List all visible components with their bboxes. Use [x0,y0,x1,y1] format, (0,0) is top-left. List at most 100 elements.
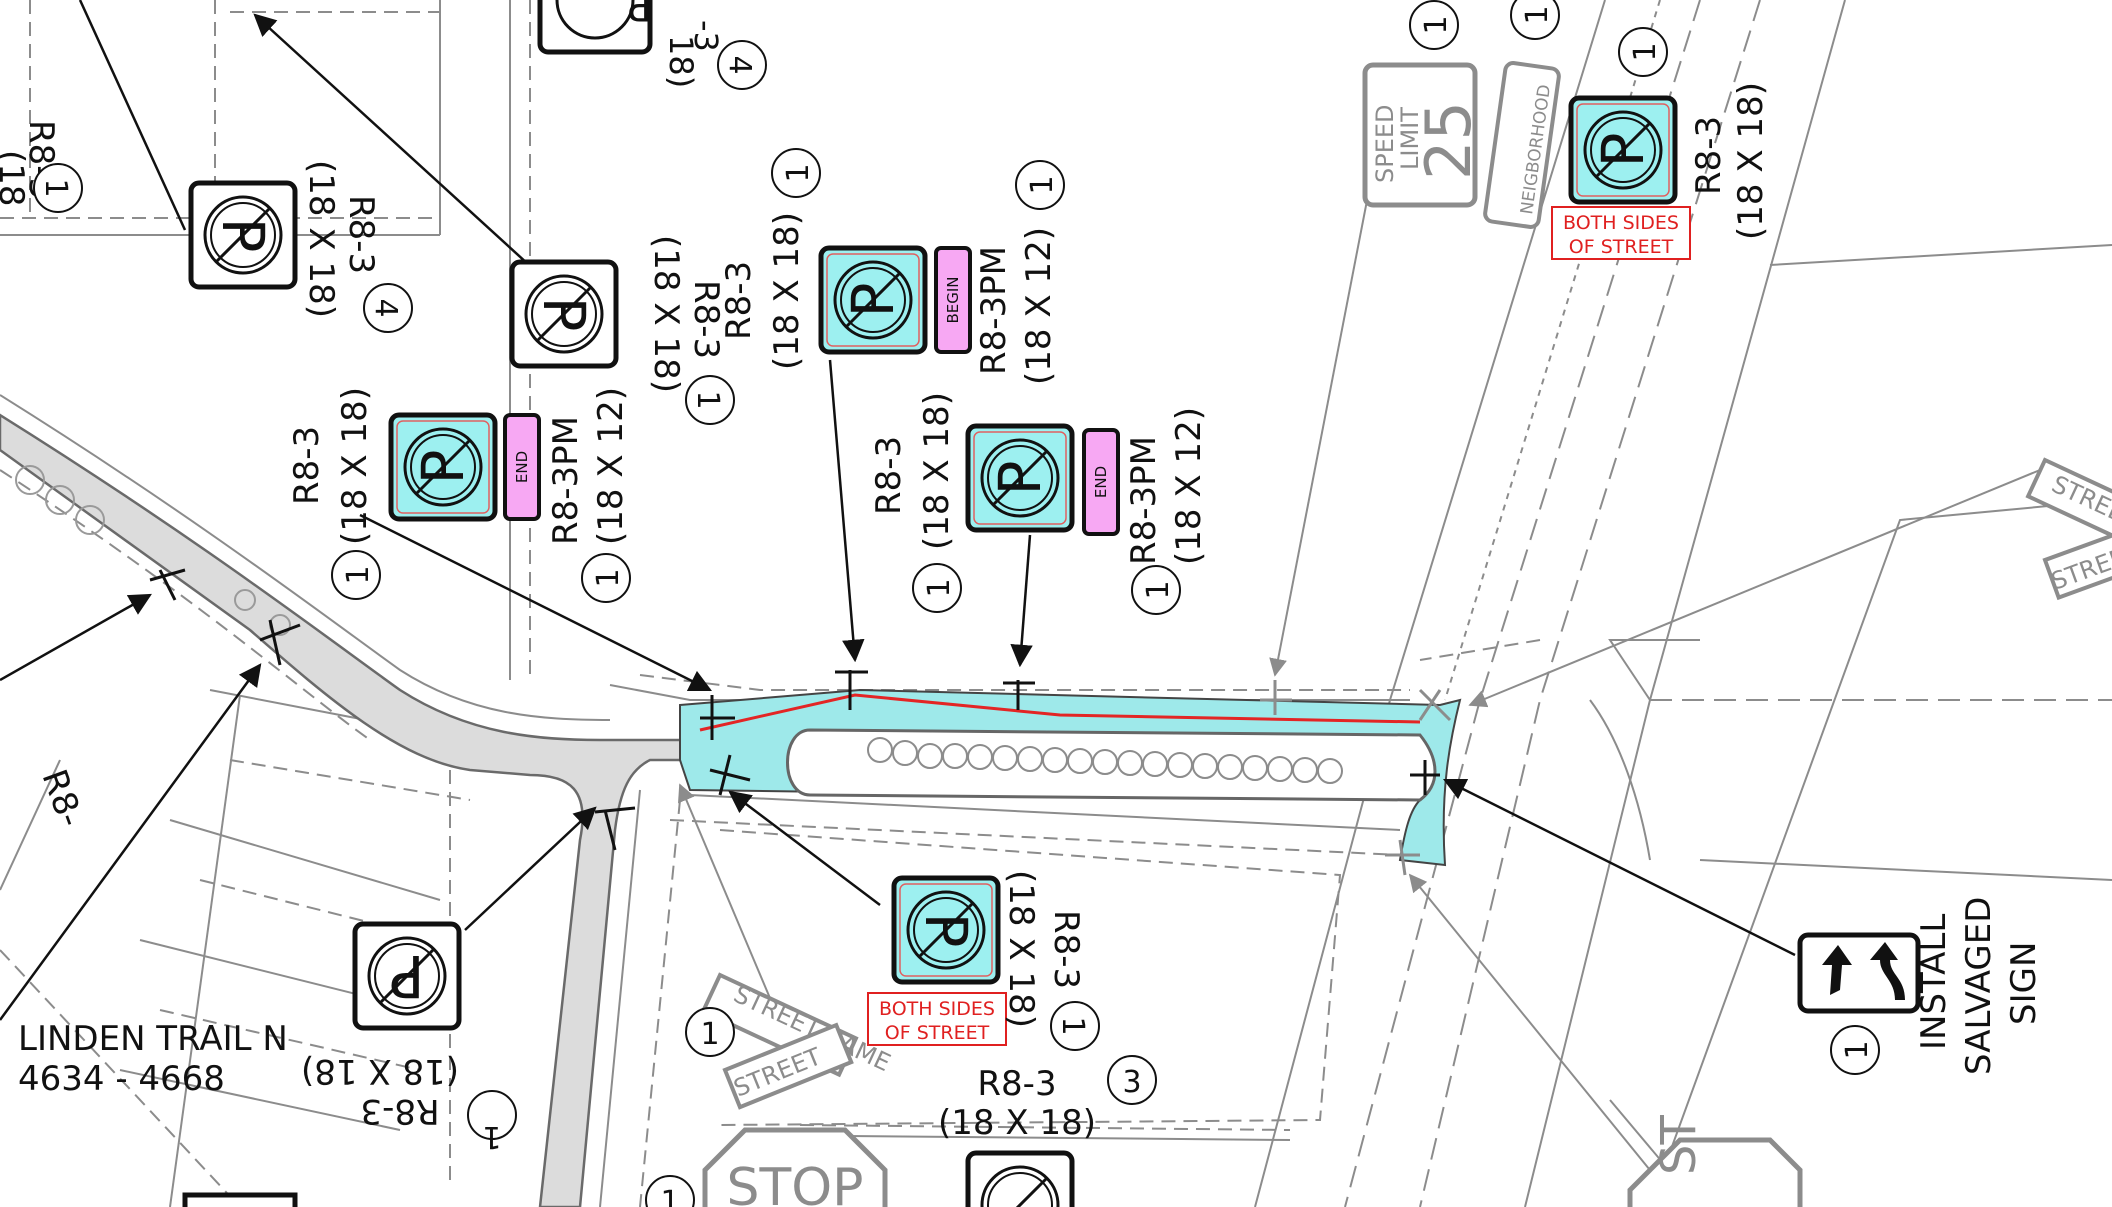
svg-text:1: 1 [38,178,73,197]
sign-s8-size: (18 X 18) [1731,82,1771,240]
sign-s7p-size: (18 X 12) [1169,407,1209,565]
svg-text:1: 1 [1628,42,1663,61]
no-parking-sign-s8: P [1571,98,1675,202]
sign-s12-note-2: SALVAGED [1959,897,1999,1075]
sign-s7-size: (18 X 18) [917,392,957,550]
svg-text:1: 1 [1055,1016,1090,1035]
svg-text:P: P [390,942,425,1010]
qty-bubble: 1 [685,375,735,425]
qty-bubble: 1 [645,1175,695,1207]
partial-sign-bottom-left [182,1192,298,1207]
stop-sign-partial-right: ST [1627,1115,1803,1207]
svg-text:BOTH SIDES: BOTH SIDES [879,998,995,1020]
qty-bubble: 1 [1409,0,1459,50]
svg-text:P: P [986,461,1054,496]
sign-s5-code: R8-3 [719,261,759,340]
sign-s4-size: (18 X 18) [646,235,686,393]
qty-bubble: 1 [1618,27,1668,77]
qty-bubble: 1 [467,1090,517,1154]
no-parking-sign-s11: P [355,924,459,1028]
sign-s2-size: (18 X 18) [301,160,341,318]
no-parking-sign-partial-bottom [968,1153,1072,1207]
svg-text:END: END [1092,466,1110,498]
sign-s6p-size: (18 X 12) [591,387,631,545]
no-parking-sign-s6: P [391,415,495,519]
no-parking-sign-s7: P [968,426,1072,530]
end-plaque-s7: END [1082,428,1120,536]
qty-bubble: 3 [1107,1055,1157,1105]
svg-text:1: 1 [1025,175,1060,194]
svg-text:SPEED: SPEED [1371,104,1399,183]
svg-text:BOTH SIDES: BOTH SIDES [1563,212,1679,234]
no-parking-sign-s5: P [821,248,925,352]
address-range: 4634 - 4668 [18,1059,225,1099]
svg-text:P: P [912,913,980,948]
sign-s6-code: R8-3 [287,426,327,505]
svg-text:1: 1 [1141,580,1176,599]
svg-text:25: 25 [1412,101,1485,180]
qty-bubble: 1 [331,550,381,600]
post-markers-grey [1260,680,1452,876]
salvaged-sign-s12 [1797,932,1921,1014]
svg-text:4: 4 [368,298,403,317]
svg-text:P: P [530,297,598,332]
sign-s1-size: (18 [0,150,31,207]
svg-text:1: 1 [922,578,957,597]
sign-s11-code: R8-3 [360,1091,439,1131]
street-name-sign: STREET NAME STREET [700,972,895,1110]
sign-s7-code: R8-3 [869,436,909,515]
begin-plaque: BEGIN [934,246,972,354]
svg-text:STOP: STOP [726,1158,863,1207]
sign-s9-size: (18 X 18) [1001,870,1041,1028]
leader-lines-grey [678,184,2041,1207]
median-island-area [679,688,1462,867]
qty-bubble: 1 [1131,565,1181,615]
speed-limit-sign: SPEED LIMIT 25 [1362,62,1485,208]
both-sides-note-s9: BOTH SIDES OF STREET [867,992,1007,1046]
svg-text:OF STREET: OF STREET [1569,236,1674,258]
no-parking-sign-s4: P [512,262,616,366]
qty-bubble: 1 [685,1007,735,1057]
qty-bubble: 1 [1510,0,1560,40]
partial-left-r8: R8- [34,764,91,832]
top-partial-letter: P [628,0,652,28]
qty-bubble: 1 [912,563,962,613]
sign-s4-code: R8-3 [686,280,726,359]
svg-text:1: 1 [1520,5,1555,24]
sign-s10-code: R8-3 [977,1064,1056,1104]
leader-lines [0,0,1796,1021]
svg-text:1: 1 [341,565,376,584]
sign-s5p-code: R8-3PM [974,246,1014,375]
svg-text:1: 1 [591,568,626,587]
svg-text:OF STREET: OF STREET [885,1022,990,1044]
sign-s7p-code: R8-3PM [1124,436,1164,565]
qty-bubble: 4 [363,283,413,333]
qty-bubble: 1 [1050,1001,1100,1051]
svg-text:1: 1 [690,390,725,409]
neighborhood-plaque: NEIGBORHOOD [1483,61,1561,229]
sign-s6-size: (18 X 18) [335,387,375,545]
svg-text:1: 1 [482,1119,501,1154]
qty-bubble: 4 [717,40,767,90]
svg-text:P: P [839,283,907,318]
svg-text:BEGIN: BEGIN [944,276,962,323]
svg-text:P: P [1589,133,1657,168]
qty-bubble: 1 [771,148,821,198]
svg-text:1: 1 [781,163,816,182]
qty-bubble: 1 [33,163,83,213]
qty-bubble: 1 [581,553,631,603]
svg-text:P: P [409,450,477,485]
end-plaque-s6: END [503,413,541,521]
svg-text:1: 1 [1419,15,1454,34]
no-parking-sign-s9: P [894,878,998,982]
sign-s5-size: (18 X 18) [767,212,807,370]
sign-s5p-size: (18 X 12) [1019,227,1059,385]
address-street: LINDEN TRAIL N [18,1019,288,1059]
both-sides-note-s8: BOTH SIDES OF STREET [1551,206,1691,260]
sign-s6p-code: R8-3PM [546,416,586,545]
qty-bubble: 1 [1830,1025,1880,1075]
stop-sign: STOP [702,1127,888,1207]
svg-text:P: P [209,218,277,253]
